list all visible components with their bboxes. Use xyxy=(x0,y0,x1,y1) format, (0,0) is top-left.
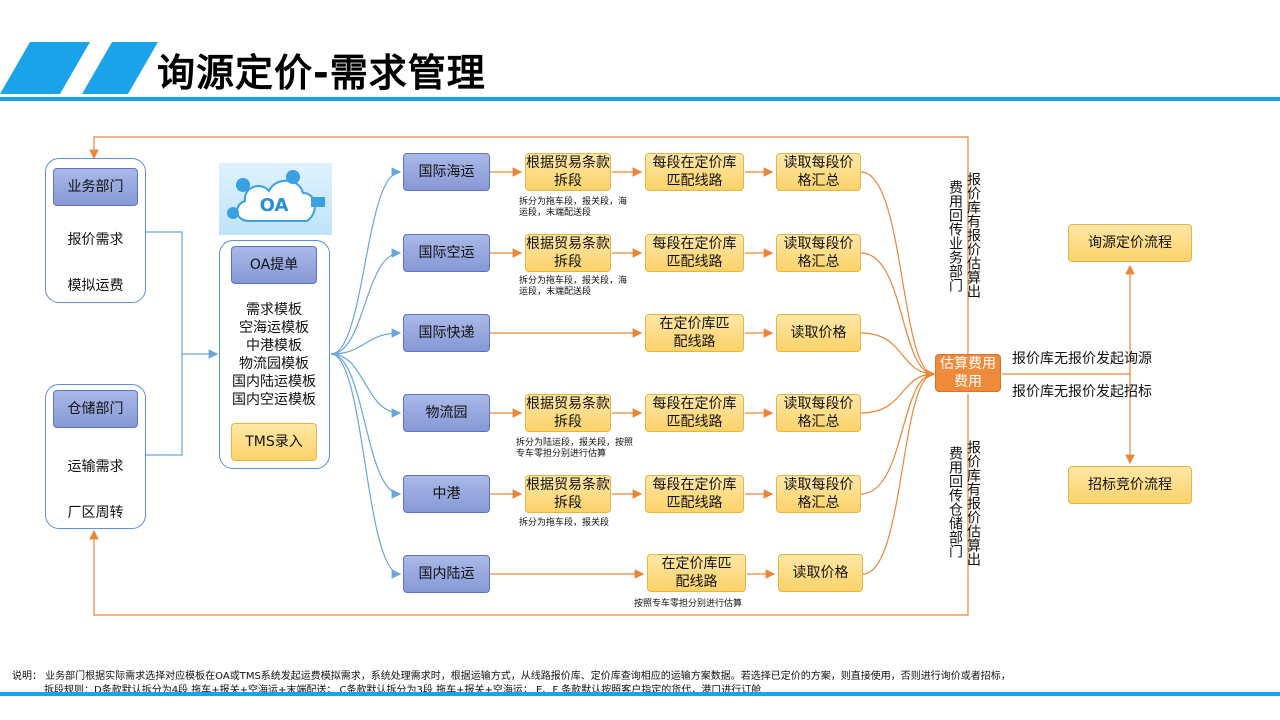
park-match-step[interactable]: 每段在定价库匹配线路 xyxy=(645,394,744,432)
park-split-note: 拆分为陆运段，报关段，按照专车零担分别进行估算 xyxy=(516,438,634,459)
template-domestic-air[interactable]: 国内空运模板 xyxy=(232,392,316,408)
oa-to-land-connector xyxy=(330,353,402,579)
business-department-header[interactable]: 业务部门 xyxy=(53,168,138,206)
express-read-step[interactable]: 读取价格 xyxy=(776,314,861,352)
oa-to-park-connector xyxy=(330,353,402,418)
feedback-bottom-loop xyxy=(89,394,969,616)
air-split-step[interactable]: 根据贸易条款拆段 xyxy=(525,234,611,272)
mode-domestic-land[interactable]: 国内陆运 xyxy=(403,555,490,593)
inquiry-process-node[interactable]: 询源定价流程 xyxy=(1068,224,1192,262)
business-item-simulate: 模拟运费 xyxy=(67,278,124,294)
template-demand[interactable]: 需求模板 xyxy=(246,302,302,318)
air-split-note: 拆分为拖车段，报关段，海运段，末端配送段 xyxy=(519,276,628,297)
template-logistics-park[interactable]: 物流园模板 xyxy=(239,356,309,372)
cloud-icon xyxy=(227,170,325,222)
mode-international-air[interactable]: 国际空运 xyxy=(403,234,490,272)
storage-item-transport: 运输需求 xyxy=(67,459,124,475)
page-title: 询源定价-需求管理 xyxy=(157,51,486,95)
land-match-step[interactable]: 在定价库匹配线路 xyxy=(647,554,746,592)
oa-to-sea-connector xyxy=(330,167,402,355)
storage-item-turnover: 厂区周转 xyxy=(67,505,124,521)
oa-to-air-connector xyxy=(330,248,402,355)
feedback-bottom-col1: 报价库有报价估算出 xyxy=(965,440,981,566)
oa-submit-button[interactable]: OA提单 xyxy=(231,246,317,284)
oa-logo-text: OA xyxy=(259,195,289,216)
footer-divider xyxy=(0,692,1280,696)
park-read-step[interactable]: 读取每段价格汇总 xyxy=(776,394,861,432)
header-divider xyxy=(0,97,1280,101)
sea-split-step[interactable]: 根据贸易条款拆段 xyxy=(525,153,611,191)
label-no-quote-inquiry: 报价库无报价发起询源 xyxy=(1012,351,1152,367)
land-note: 按照专车零担分别进行估算 xyxy=(634,599,743,609)
tender-process-node[interactable]: 招标竞价流程 xyxy=(1068,466,1192,504)
template-hk[interactable]: 中港模板 xyxy=(246,338,302,354)
oa-to-hk-connector xyxy=(330,353,402,499)
express-match-step[interactable]: 在定价库匹配线路 xyxy=(645,314,744,352)
footer-note-split-rules: 拆段规则：D条款默认拆分为4段 拖车+报关+空海运+末端配送； C条款默认拆分为… xyxy=(44,685,762,696)
mode-international-sea[interactable]: 国际海运 xyxy=(403,153,490,191)
hk-read-step[interactable]: 读取每段价格汇总 xyxy=(776,475,861,513)
estimate-cost-node[interactable]: 估算费用费用 xyxy=(935,354,1001,392)
feedback-bottom-col2: 费用回传仓储部门 xyxy=(947,446,963,558)
mode-logistics-park[interactable]: 物流园 xyxy=(403,394,490,432)
sea-read-step[interactable]: 读取每段价格汇总 xyxy=(776,153,861,191)
air-read-step[interactable]: 读取每段价格汇总 xyxy=(776,234,861,272)
land-read-step[interactable]: 读取价格 xyxy=(778,554,863,592)
oa-logo: OA xyxy=(219,163,332,235)
hk-match-step[interactable]: 每段在定价库匹配线路 xyxy=(645,475,744,513)
hk-split-step[interactable]: 根据贸易条款拆段 xyxy=(525,475,611,513)
mode-hk[interactable]: 中港 xyxy=(403,475,490,513)
feedback-top-col1: 报价库有报价估算出 xyxy=(965,172,981,298)
sea-match-step[interactable]: 每段在定价库匹配线路 xyxy=(645,153,744,191)
feedback-top-loop xyxy=(89,136,969,354)
template-domestic-land[interactable]: 国内陆运模板 xyxy=(232,374,316,390)
header-stripes-icon xyxy=(0,42,158,94)
left-bracket-connector xyxy=(146,231,183,456)
air-match-step[interactable]: 每段在定价库匹配线路 xyxy=(645,234,744,272)
template-sea-air[interactable]: 空海运模板 xyxy=(239,320,309,336)
oa-to-express-connector xyxy=(330,328,402,355)
label-no-quote-tender: 报价库无报价发起招标 xyxy=(1012,384,1152,400)
hk-split-note: 拆分为拖车段，报关段 xyxy=(519,518,610,528)
tms-entry-button[interactable]: TMS录入 xyxy=(231,423,317,461)
footer-note-description: 说明： 业务部门根据实际需求选择对应模板在OA或TMS系统发起运费模拟需求，系统… xyxy=(12,671,1011,682)
storage-department-header[interactable]: 仓储部门 xyxy=(53,390,138,428)
business-item-quote: 报价需求 xyxy=(67,232,124,248)
mode-international-express[interactable]: 国际快递 xyxy=(403,314,490,352)
sea-split-note: 拆分为拖车段，报关段，海运段，末端配送段 xyxy=(519,197,628,218)
feedback-top-col2: 费用回传业务部门 xyxy=(947,180,963,292)
park-split-step[interactable]: 根据贸易条款拆段 xyxy=(525,394,611,432)
